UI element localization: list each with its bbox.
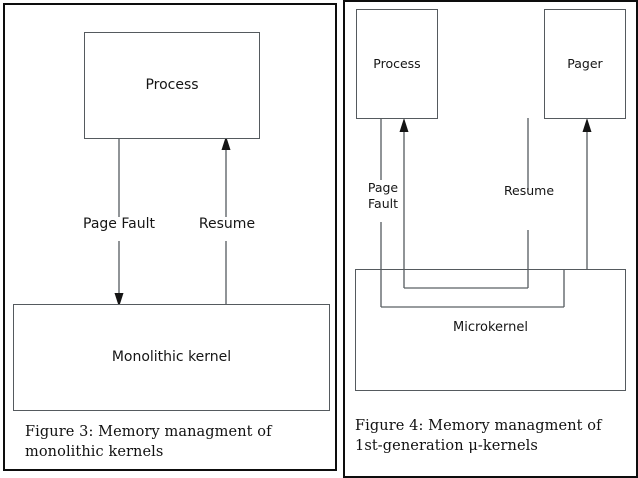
- figure-3-caption: Figure 3: Memory managment of monolithic…: [25, 424, 272, 460]
- figure-4-caption: Figure 4: Memory managment of 1st-genera…: [355, 418, 602, 454]
- node-process-label: Process: [145, 76, 199, 93]
- edge-label-resume: Resume: [503, 183, 555, 198]
- node-pager[interactable]: Pager: [544, 9, 626, 119]
- node-process-label: Process: [373, 56, 421, 71]
- figure-4-stage: Process Pager Microkernel Page Fault Res…: [345, 2, 636, 476]
- node-process[interactable]: Process: [356, 9, 438, 119]
- figure-3-panel: Process Monolithic kernel Page Fault Res…: [3, 3, 337, 471]
- figure-3-stage: Process Monolithic kernel Page Fault Res…: [5, 5, 335, 469]
- edge-label-page-fault: Page Fault: [83, 216, 155, 232]
- resume-arrowhead-process-icon: [399, 118, 409, 132]
- node-microkernel[interactable]: Microkernel: [355, 269, 626, 391]
- node-monolithic-kernel-label: Monolithic kernel: [111, 348, 232, 365]
- node-monolithic-kernel[interactable]: Monolithic kernel: [13, 304, 330, 411]
- pager-notify-arrowhead-icon: [582, 118, 592, 132]
- figure-4-panel: Process Pager Microkernel Page Fault Res…: [343, 0, 638, 478]
- edge-label-page-fault: Page Fault: [367, 180, 399, 211]
- edge-label-resume: Resume: [198, 216, 256, 232]
- node-process[interactable]: Process: [84, 32, 260, 139]
- node-pager-label: Pager: [567, 56, 603, 71]
- node-microkernel-label: Microkernel: [452, 320, 529, 335]
